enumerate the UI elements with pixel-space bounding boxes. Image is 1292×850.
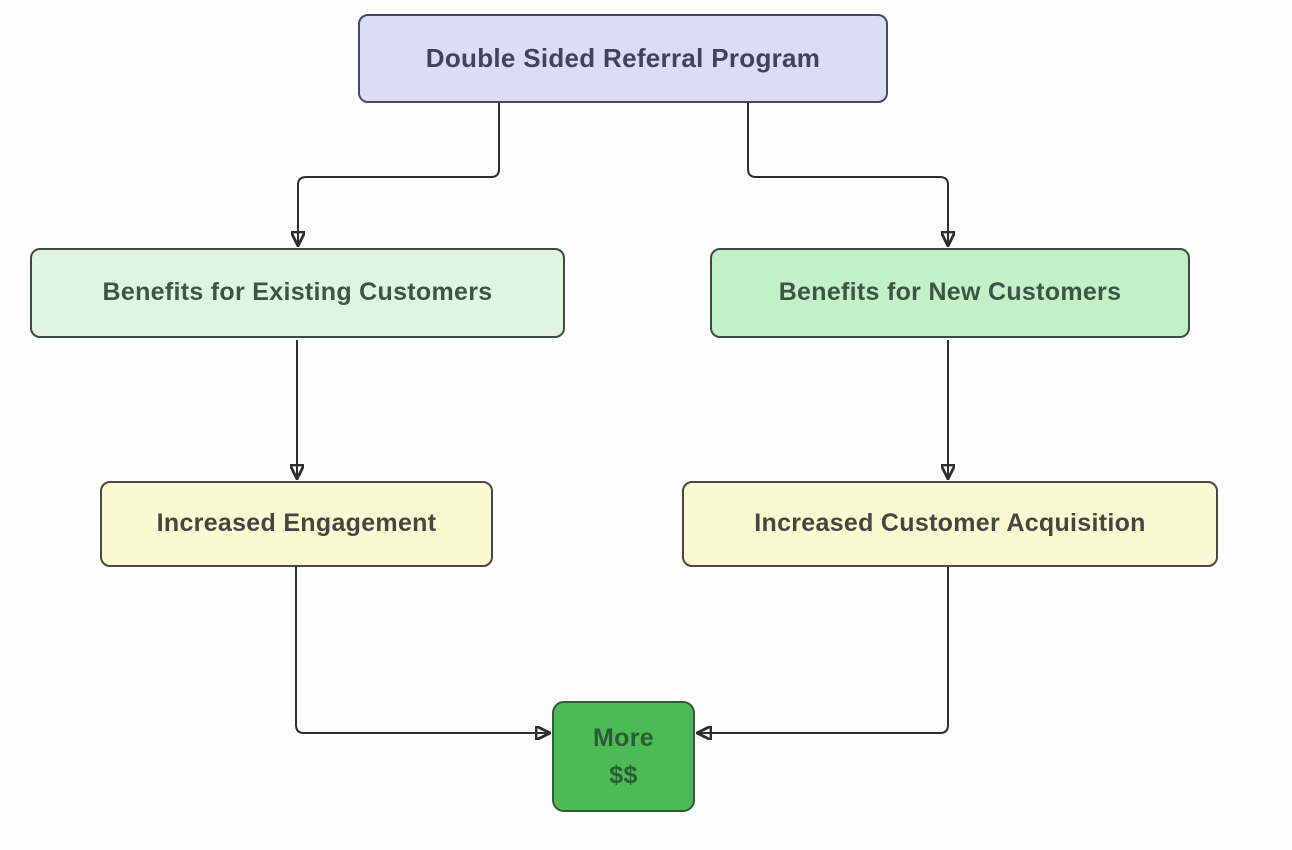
node-benefits-new-customers: Benefits for New Customers <box>710 248 1190 338</box>
node-increased-engagement: Increased Engagement <box>100 481 493 567</box>
node-increased-customer-acquisition: Increased Customer Acquisition <box>682 481 1218 567</box>
node-label: Benefits for New Customers <box>778 278 1122 307</box>
node-more-money: More $$ <box>552 701 695 812</box>
edge-root-to-existing <box>298 103 500 246</box>
node-label: Increased Customer Acquisition <box>754 509 1146 538</box>
edge-root-to-new <box>747 103 948 246</box>
node-label-line: More <box>593 724 654 753</box>
node-benefits-existing-customers: Benefits for Existing Customers <box>30 248 565 338</box>
edge-acquisition-to-more <box>697 567 949 733</box>
node-label: Double Sided Referral Program <box>425 42 821 73</box>
node-label-line: $$ <box>609 760 638 789</box>
node-label: Benefits for Existing Customers <box>102 278 493 307</box>
node-double-sided-referral-program: Double Sided Referral Program <box>358 14 888 103</box>
node-label: Increased Engagement <box>156 509 437 538</box>
edge-engagement-to-more <box>295 567 550 733</box>
